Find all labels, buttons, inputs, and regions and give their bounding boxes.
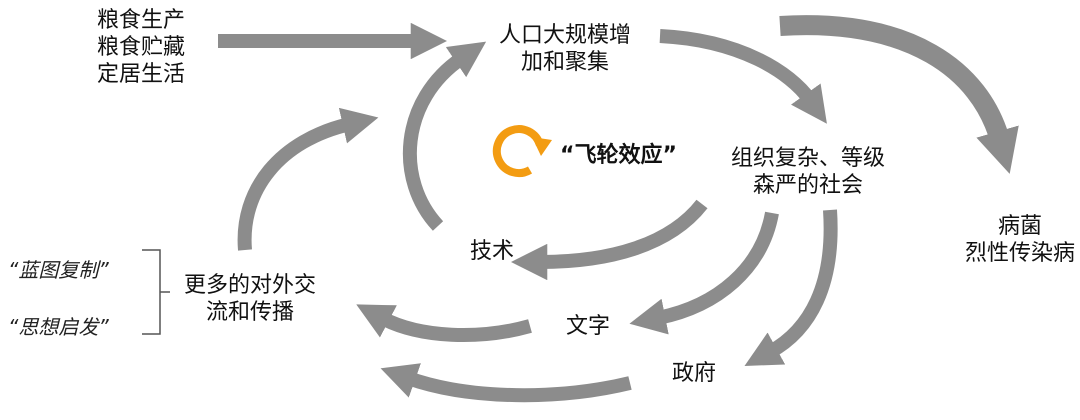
arrow-society-to-writing [629,211,779,335]
arrow-government-to-exchange [380,363,632,403]
node-population: 人口大规模增 加和聚集 [498,23,631,75]
arrow-writing-to-exchange [356,304,532,342]
node-writing: 文字 [566,314,611,339]
flywheel-label: “飞轮效应” [560,143,677,168]
node-technology: 技术 [470,239,515,264]
arrow-population-to-disease [779,15,1019,174]
arrow-society-to-government [744,209,838,367]
node-disease: 病菌 烈性传染病 [964,214,1075,266]
node-government: 政府 [672,361,717,386]
quote-idea: “思想启发” [8,315,109,339]
arrow-society-to-technology [510,199,708,281]
flywheel-icon [492,125,552,178]
node-origins: 粮食生产 粮食贮藏 定居生活 [96,8,185,87]
quote-blueprint: “蓝图复制” [8,258,109,282]
quote-bracket [142,249,170,335]
arrow-population-to-society [659,29,827,124]
arrow-exchange-to-cycle [237,107,379,251]
node-society: 组织复杂、等级 森严的社会 [730,146,885,198]
node-exchange: 更多的对外交 流和传播 [183,273,316,325]
arrow-technology-to-population [403,41,487,231]
